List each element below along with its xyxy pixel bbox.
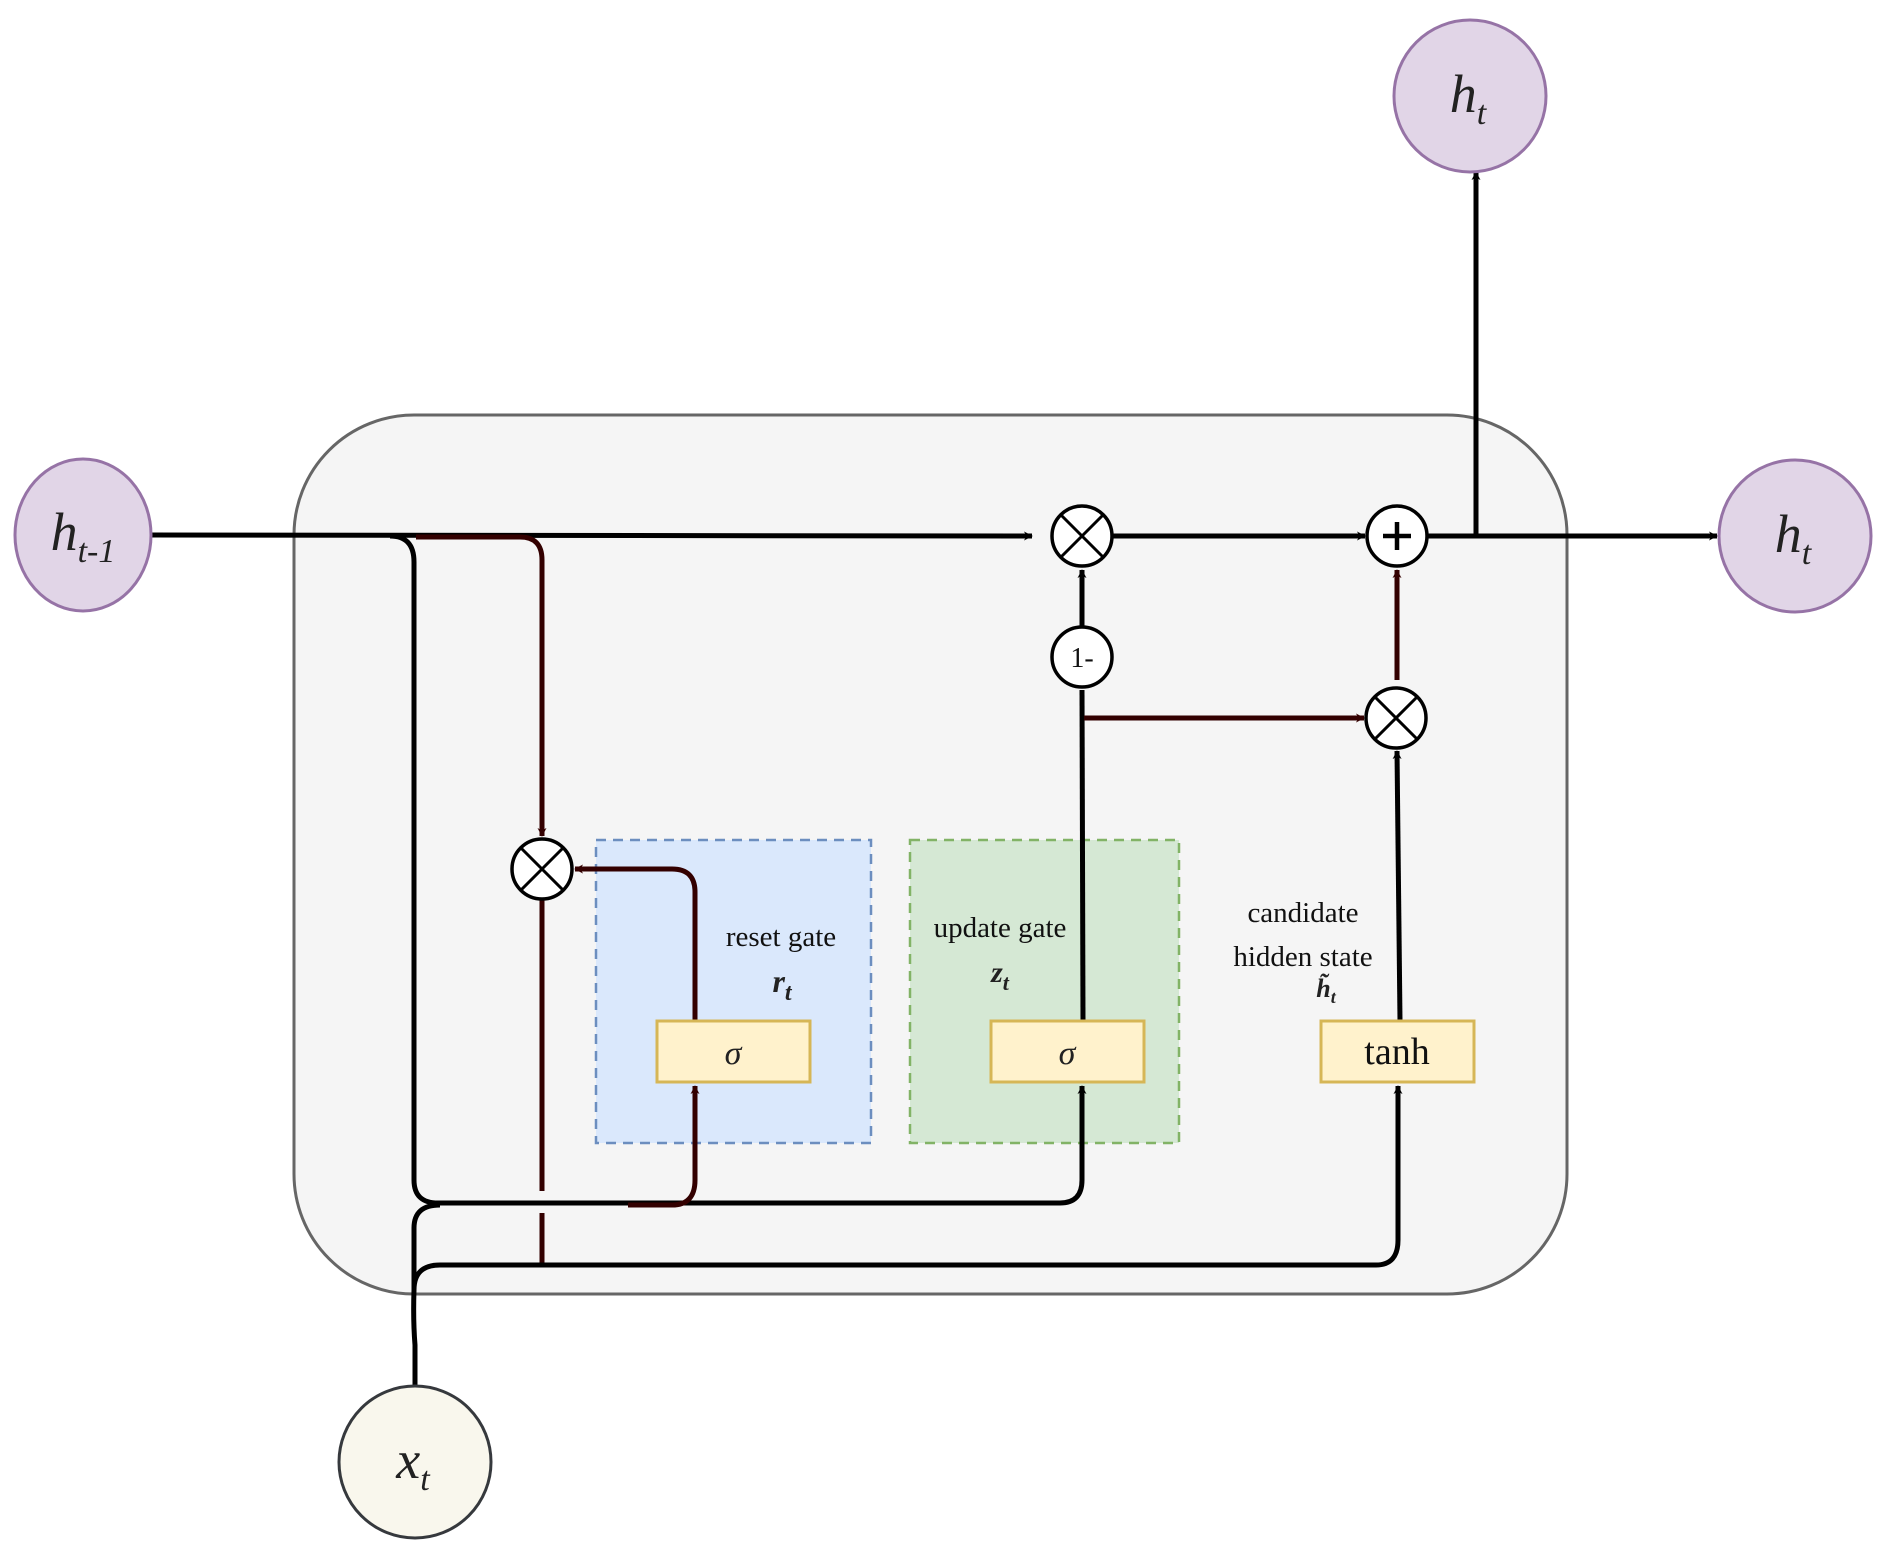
h-prev-label: ht-1: [51, 502, 116, 570]
candidate-var: h̃t: [1316, 973, 1336, 1007]
update-sigmoid-label: σ: [1059, 1035, 1077, 1072]
multiply-node-top: [1050, 504, 1114, 568]
reset-gate-region: [594, 838, 873, 1145]
h-out-top-node: ht: [1392, 18, 1548, 174]
h-out-right-node: ht: [1717, 458, 1873, 614]
wire-update-out: [1079, 689, 1086, 1022]
multiply-icon: [519, 846, 565, 892]
x-input-label: xt: [395, 1430, 431, 1498]
tanh-label: tanh: [1364, 1031, 1429, 1073]
reset-gate-label: reset gate: [726, 921, 836, 953]
tanh-box: tanh: [1319, 1019, 1476, 1084]
h-prev-node: ht-1: [13, 457, 153, 613]
wire-hprev-down: [389, 533, 1087, 1206]
update-gate-label: update gate: [934, 912, 1067, 944]
wire-reset-bus: [628, 1085, 700, 1208]
update-sigmoid-box: σ: [989, 1019, 1146, 1084]
h-out-right-label: ht: [1775, 504, 1813, 572]
multiply-node-reset: [510, 837, 574, 901]
multiply-node-lower: [1364, 686, 1428, 750]
reset-sigmoid-label: σ: [725, 1035, 743, 1072]
wire-hprev-to-reset-mult: [416, 534, 547, 837]
reset-gate-var: rt: [772, 963, 792, 1006]
wire-tanh-out: [1392, 750, 1403, 1022]
update-gate-var: zt: [990, 956, 1010, 995]
add-node: [1365, 504, 1429, 568]
multiply-icon: [1059, 513, 1105, 559]
one-minus-label: 1-: [1070, 643, 1093, 674]
update-gate-region: [908, 838, 1181, 1145]
wire-hprev-main: [149, 531, 1033, 541]
h-out-top-label: ht: [1450, 64, 1488, 132]
wire-tanh-bus: [411, 1085, 1403, 1291]
multiply-icon: [1373, 695, 1419, 741]
one-minus-node: 1-: [1050, 625, 1114, 689]
x-input-node: xt: [337, 1384, 493, 1540]
wire-reset-out: [574, 864, 698, 1021]
candidate-label-line2: hidden state: [1233, 941, 1372, 973]
plus-icon: [1383, 522, 1411, 550]
reset-sigmoid-box: σ: [655, 1019, 812, 1084]
candidate-label-line1: candidate: [1247, 897, 1358, 929]
